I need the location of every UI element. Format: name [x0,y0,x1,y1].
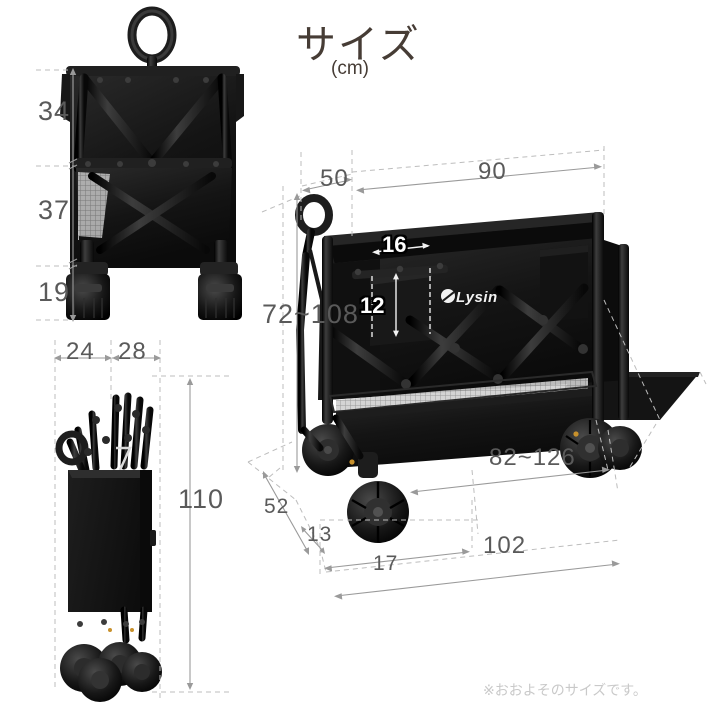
dim-pocket-height: 12 [360,293,385,318]
dim-main-width: 90 [478,158,507,185]
dim-main-depth: 50 [320,165,349,192]
main-view-dimension-lines [247,146,707,600]
front-view-illustration [60,6,244,320]
dim-wheelbase: 82~126 [489,444,576,471]
dim-front-h3: 19 [38,277,71,307]
main-wheel-rear-left [302,424,354,476]
page-title: サイズ [296,22,421,68]
brand-name: Lysin [456,289,498,306]
front-view-wheel-left [66,262,110,320]
page-title-unit: (cm) [331,58,369,79]
dim-base-depth: 52 [264,495,290,518]
front-view-wheel-right [198,262,242,320]
main-wagon-illustration [295,194,700,543]
dim-folded-w2: 28 [118,338,147,365]
dim-folded-w1: 24 [66,338,95,365]
folded-view-illustration [55,392,162,702]
folded-view-dimension-lines [54,340,232,700]
folded-view-wheels [60,642,162,702]
dim-front-h2: 37 [38,195,71,225]
front-view-dimension-lines [36,68,80,322]
brand-logo-icon [441,289,455,303]
dim-main-height: 72~108 [262,299,359,329]
dim-folded-height: 110 [178,484,225,514]
main-wheel-front-left [347,452,409,543]
dim-pocket-width: 16 [382,232,407,257]
dim-front-h1: 34 [38,96,71,126]
footnote: ※おおよそのサイズです。 [483,683,647,699]
dim-overall-length: 102 [483,532,527,559]
dim-caster-offset: 13 [307,523,333,546]
main-wheel-front-right [598,426,642,470]
dim-caster-width: 17 [373,552,399,575]
